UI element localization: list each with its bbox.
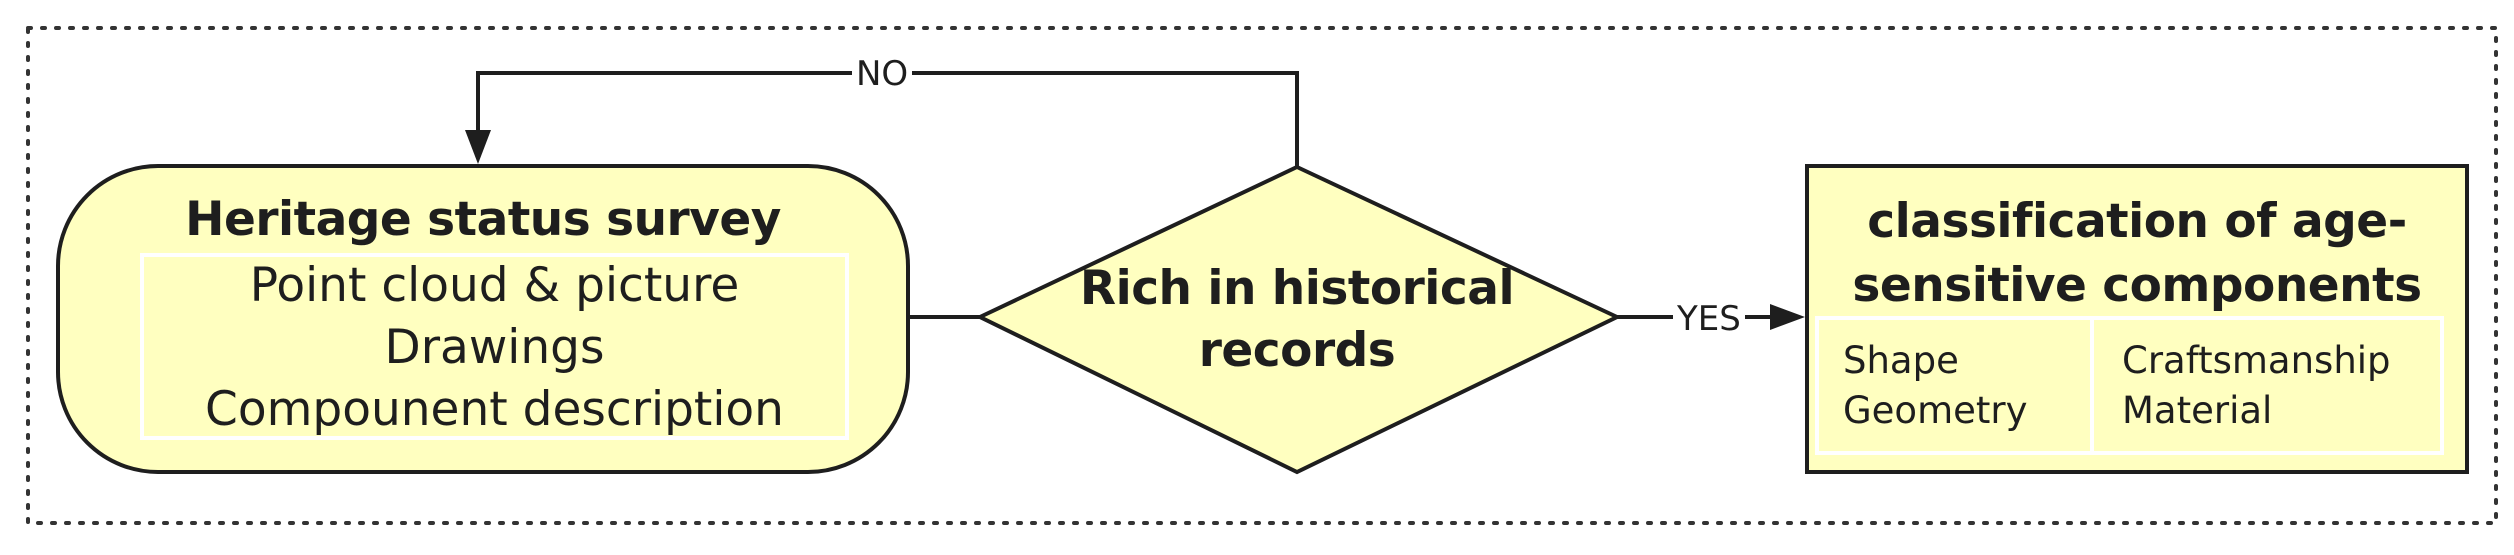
yes-arrowhead [1770,304,1805,330]
classification-item-material: Material [2122,389,2273,432]
decision-line-2: records [1198,323,1396,378]
classification-item-shape: Shape [1843,339,1959,382]
no-arrowhead [465,130,491,164]
survey-inner-box [140,253,849,440]
classification-title-line-2: sensitive components [1852,258,2422,313]
decision-label: Rich in historical records [1030,258,1564,382]
decision-line-1: Rich in historical [1079,261,1515,316]
dotted-frame [26,26,2498,525]
classification-title: classification of age- sensitive compone… [1807,190,2467,318]
no-edge-label: NO [852,54,913,94]
survey-item-point-cloud: Point cloud & picture [249,258,740,313]
survey-items: Point cloud & picture Drawings Compounen… [142,255,847,441]
classification-title-line-1: classification of age- [1867,194,2407,249]
classification-item-geometry: Geometry [1843,389,2028,432]
survey-item-drawings: Drawings [384,320,605,375]
survey-item-description: Compounent description [205,382,784,437]
classification-right-items: Craftsmanship Material [2122,336,2432,436]
yes-edge-label: YES [1673,299,1745,339]
decision-diamond [975,164,1622,475]
classification-item-craftsmanship: Craftsmanship [2122,339,2391,382]
classification-inner-right [2090,316,2444,455]
classification-left-items: Shape Geometry [1843,336,2083,436]
survey-title: Heritage status survey [185,192,781,247]
